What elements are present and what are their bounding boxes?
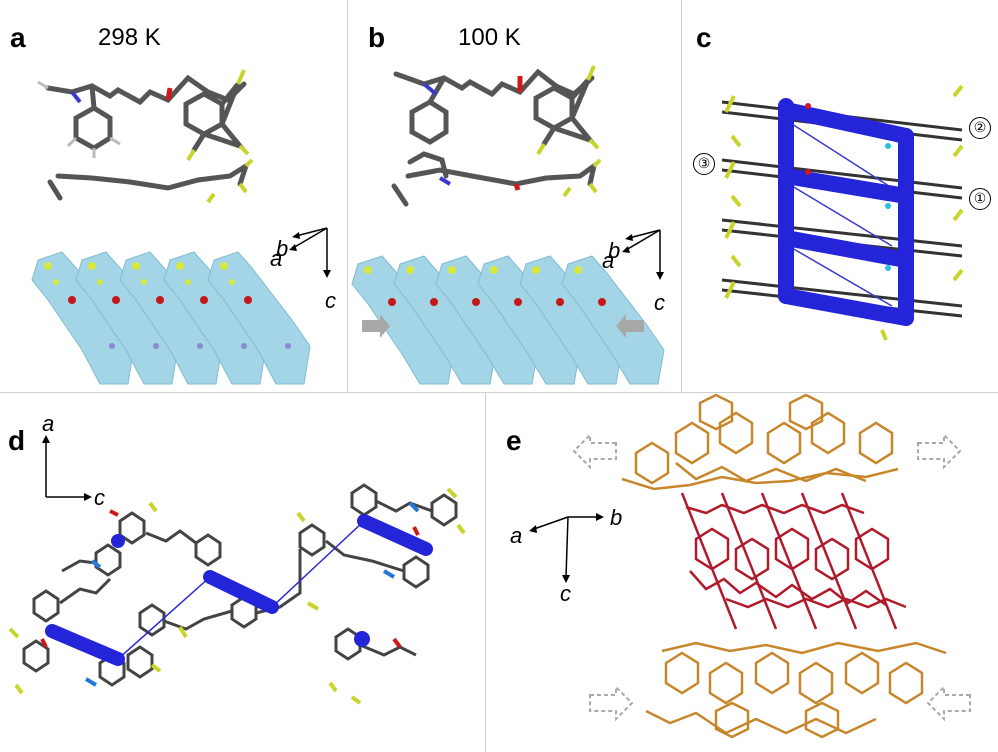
dashed-right-arrow-icon bbox=[917, 432, 962, 470]
axis-label-b-a: b bbox=[276, 236, 289, 261]
packing-stack-e bbox=[621, 393, 947, 739]
panel-a: a 298 K bbox=[0, 0, 347, 392]
panel-b: b 100 K bbox=[348, 0, 681, 392]
divider-ab bbox=[347, 0, 348, 392]
axis-label-a-b: a bbox=[602, 248, 615, 273]
axis-triad-e bbox=[529, 513, 604, 583]
axis-label-b-b: b bbox=[608, 238, 621, 263]
surface-stack-a bbox=[31, 251, 311, 385]
axis-label-c-a: c bbox=[325, 288, 336, 313]
panel-c: c ② bbox=[682, 0, 998, 392]
temperature-label-b: 100 K bbox=[458, 24, 521, 51]
panel-label-c: c bbox=[696, 22, 712, 53]
panel-label-a: a bbox=[10, 22, 26, 53]
panel-label-e: e bbox=[506, 425, 522, 456]
molecule-top-view-a bbox=[37, 69, 254, 204]
panel-e: e b a c bbox=[486, 393, 998, 752]
dashed-right-arrow-icon-2 bbox=[589, 684, 634, 722]
panel-label-b: b bbox=[368, 22, 386, 53]
axis-label-c-e: c bbox=[560, 581, 571, 606]
marker-1: ① bbox=[969, 188, 991, 210]
temperature-label-a: 298 K bbox=[98, 24, 161, 51]
surface-stack-b bbox=[351, 229, 665, 385]
axis-label-b-e: b bbox=[610, 505, 623, 530]
axis-label-c-b: c bbox=[654, 290, 665, 315]
dashed-left-arrow-icon-2 bbox=[926, 684, 971, 722]
dashed-left-arrow-icon bbox=[572, 432, 617, 470]
divider-de bbox=[485, 393, 486, 752]
axis-triad-d bbox=[42, 435, 92, 501]
marker-2: ② bbox=[969, 117, 991, 139]
panel-label-d: d bbox=[8, 425, 26, 456]
axis-label-a-a: a bbox=[270, 246, 283, 271]
divider-bc bbox=[681, 0, 682, 392]
panel-d: d a c bbox=[0, 393, 485, 752]
molecule-top-view-b bbox=[391, 65, 602, 207]
axis-triad-a bbox=[289, 227, 331, 278]
dashed-arrows-e bbox=[572, 432, 971, 722]
framework-zigzag-d bbox=[8, 483, 466, 705]
marker-3: ③ bbox=[693, 153, 715, 175]
axis-label-a-e: a bbox=[510, 523, 523, 548]
divider-top-bottom bbox=[0, 392, 998, 393]
axis-label-a-d: a bbox=[42, 411, 55, 436]
framework-ladder-c bbox=[721, 84, 964, 341]
axis-label-c-d: c bbox=[94, 485, 105, 510]
